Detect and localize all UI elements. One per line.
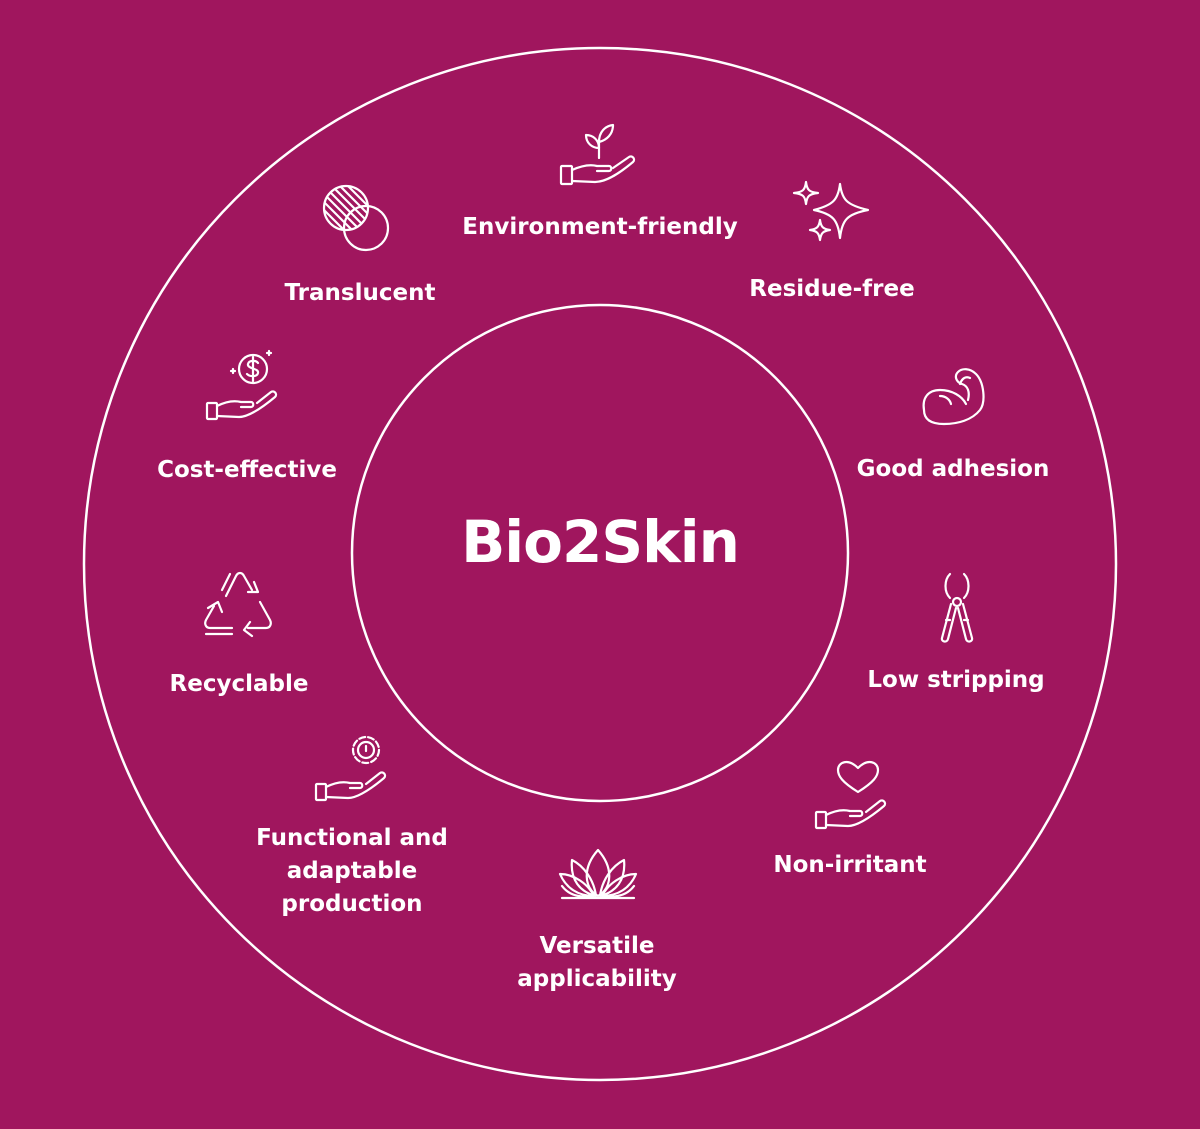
- hand-sprout-icon: [555, 118, 643, 190]
- center-title: Bio2Skin: [461, 508, 740, 576]
- outer-ring: [82, 46, 1118, 1082]
- feature-label-environment-friendly: Environment-friendly: [462, 214, 738, 240]
- sparkles-icon: [792, 180, 872, 248]
- inner-ring: [350, 303, 850, 803]
- hand-gear-icon: [312, 730, 398, 806]
- feature-label-good-adhesion: Good adhesion: [856, 456, 1050, 482]
- feature-label-recyclable: Recyclable: [169, 671, 309, 697]
- flexed-arm-icon: [918, 362, 994, 430]
- feature-label-residue-free: Residue-free: [749, 276, 915, 302]
- overlapping-circles-icon: [318, 182, 394, 256]
- feature-label-low-stripping: Low stripping: [867, 667, 1045, 693]
- feature-label-translucent: Translucent: [284, 280, 436, 306]
- feature-label-cost-effective: Cost-effective: [157, 457, 337, 483]
- fan-flower-icon: [556, 848, 640, 904]
- hand-coin-icon: [203, 345, 287, 425]
- hand-heart-icon: [812, 758, 892, 834]
- recycle-icon: [196, 562, 282, 642]
- pliers-icon: [932, 570, 982, 646]
- feature-label-non-irritant: Non-irritant: [773, 852, 927, 878]
